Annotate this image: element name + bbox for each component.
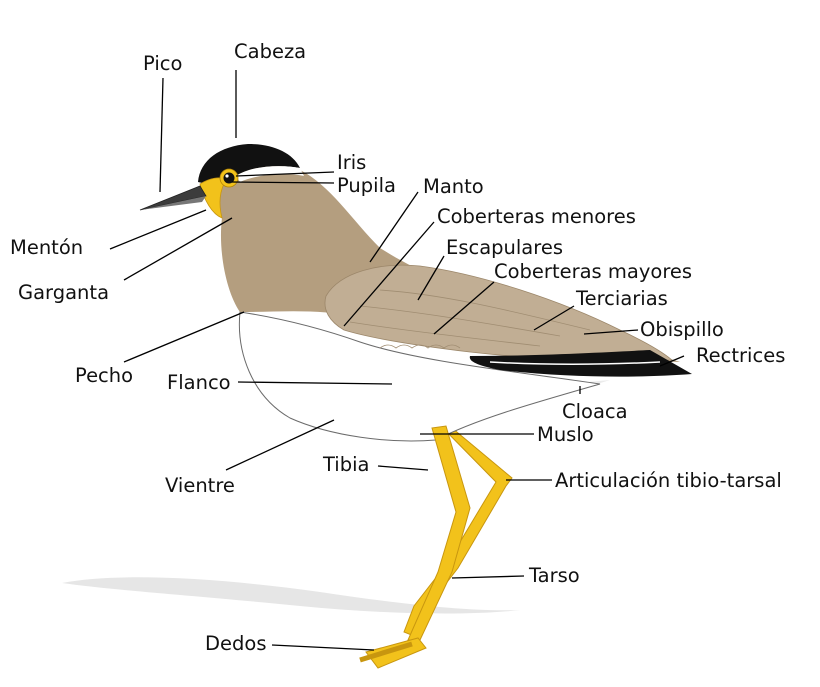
leader-terciarias	[533, 305, 575, 331]
label-pico: Pico	[143, 52, 182, 75]
label-iris: Iris	[337, 151, 366, 174]
leader-menton	[109, 209, 207, 250]
label-coberteras-menores: Coberteras menores	[437, 205, 636, 228]
leader-tarso	[451, 575, 525, 579]
label-dedos: Dedos	[205, 632, 266, 655]
bird-tail	[469, 350, 692, 377]
eye-highlight	[225, 174, 229, 178]
leader-garganta	[123, 217, 233, 281]
leader-vientre	[225, 419, 335, 471]
label-flanco: Flanco	[167, 371, 231, 394]
leader-iris	[235, 171, 335, 177]
label-muslo: Muslo	[537, 423, 594, 446]
leader-pico	[159, 77, 164, 193]
lower-mandible	[140, 196, 206, 210]
leader-pecho	[123, 311, 245, 363]
label-coberteras-mayores: Coberteras mayores	[494, 260, 692, 283]
label-manto: Manto	[423, 175, 484, 198]
label-cloaca: Cloaca	[562, 400, 628, 423]
label-articulacion: Articulación tibio-tarsal	[555, 469, 782, 492]
leader-tibia	[377, 465, 429, 471]
chin-patch	[199, 177, 227, 219]
label-escapulares: Escapulares	[446, 236, 563, 259]
leader-flanco	[237, 381, 393, 385]
label-pupila: Pupila	[337, 174, 396, 197]
label-tibia: Tibia	[322, 453, 369, 476]
label-vientre: Vientre	[165, 474, 235, 497]
near-leg	[359, 425, 471, 669]
label-garganta: Garganta	[18, 281, 109, 304]
bird-underparts	[238, 311, 601, 442]
leader-escapulares	[417, 255, 445, 301]
leader-pupila	[231, 181, 335, 184]
label-obispillo: Obispillo	[640, 318, 724, 341]
label-rectrices: Rectrices	[696, 344, 785, 367]
leader-obispillo	[583, 329, 639, 335]
leader-rectrices	[659, 355, 685, 367]
label-pecho: Pecho	[75, 364, 133, 387]
beak	[139, 185, 207, 211]
label-menton: Mentón	[10, 236, 83, 259]
anatomy-labels: Pico Cabeza Iris Pupila Manto Coberteras…	[10, 40, 785, 655]
label-terciarias: Terciarias	[575, 287, 668, 310]
leader-coberteras-menores	[343, 221, 435, 327]
label-cabeza: Cabeza	[234, 40, 306, 63]
leader-manto	[369, 191, 419, 263]
leader-lines	[109, 70, 685, 651]
leader-coberteras-mayores	[433, 281, 495, 335]
label-tarso: Tarso	[528, 564, 580, 587]
leader-dedos	[271, 644, 375, 651]
